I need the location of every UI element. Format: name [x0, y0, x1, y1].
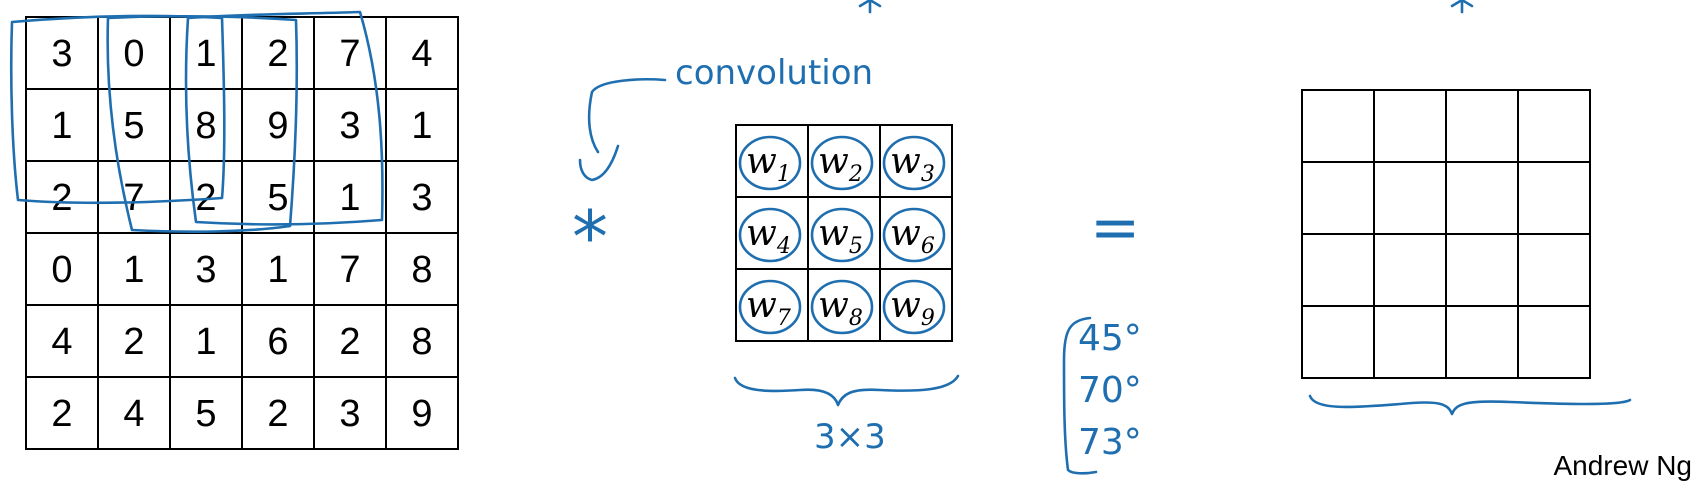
- output-brace-annotation: [1308, 394, 1632, 416]
- weight-circle-mark: [738, 135, 802, 191]
- weight-circle-mark: [882, 135, 946, 191]
- weight-circle-mark: [810, 207, 874, 263]
- up-arrows: [858, 0, 1474, 14]
- input-cell-value: 2: [51, 393, 72, 435]
- input-cell-value: 3: [339, 105, 360, 147]
- input-cell-value: 1: [123, 249, 144, 291]
- input-cell-value: 2: [339, 321, 360, 363]
- input-cell-value: 2: [267, 33, 288, 75]
- filter-brace: [733, 374, 960, 407]
- convolution-operator: *: [572, 195, 608, 279]
- filter-weight: w2: [818, 141, 863, 187]
- window-box-3: [184, 10, 384, 226]
- window-box-2: [106, 14, 299, 233]
- author-credit: Andrew Ng: [1553, 450, 1692, 481]
- equals-label: =: [1090, 193, 1140, 263]
- input-cell-value: 2: [51, 177, 72, 219]
- filter-weight: w4: [746, 213, 791, 259]
- sliding-window-marks: [9, 10, 384, 233]
- input-cell-value: 2: [267, 393, 288, 435]
- up-arrow-right-icon: [1450, 0, 1474, 14]
- input-cell-value: 2: [123, 321, 144, 363]
- equals-sign: =: [1090, 193, 1140, 263]
- input-cell-value: 3: [411, 177, 432, 219]
- input-cell-value: 8: [195, 105, 216, 147]
- input-cell-value: 1: [411, 105, 432, 147]
- filter-weight: w6: [890, 213, 935, 259]
- input-cell-value: 3: [339, 393, 360, 435]
- filter-size-label: 3×3: [814, 417, 886, 457]
- asterisk-operator: *: [572, 195, 608, 279]
- input-cell-value: 1: [339, 177, 360, 219]
- convolution-arrow: [578, 144, 620, 182]
- filter-weight: w5: [818, 213, 863, 259]
- weight-circle-mark: [882, 279, 946, 335]
- filter-weight: w9: [890, 285, 935, 331]
- filter-weight: w3: [890, 141, 935, 187]
- input-cell-value: 7: [339, 33, 360, 75]
- convolution-label: convolution: [675, 53, 873, 93]
- input-cell-value: 1: [195, 33, 216, 75]
- weight-circle-mark: [810, 135, 874, 191]
- weight-circle-mark: [738, 279, 802, 335]
- input-cell-value: 9: [267, 105, 288, 147]
- input-cell-value: 4: [411, 33, 432, 75]
- output-brace: [1308, 394, 1632, 416]
- input-cell-value: 3: [51, 33, 72, 75]
- input-cell-value: 6: [267, 321, 288, 363]
- input-cell-value: 3: [195, 249, 216, 291]
- input-cell-value: 0: [51, 249, 72, 291]
- input-cell-value: 5: [123, 105, 144, 147]
- convolution-bracket: [587, 78, 667, 154]
- weight-circle-mark: [882, 207, 946, 263]
- input-cell-value: 7: [339, 249, 360, 291]
- filter-matrix: w1 w2 w3 w4 w5 w6 w7 w8 w9: [735, 124, 953, 342]
- filter-weight: w8: [818, 285, 863, 331]
- angle-value: 73°: [1078, 422, 1142, 463]
- angles-annotation: 45° 70° 73°: [1062, 316, 1142, 475]
- angles-bracket: [1062, 316, 1098, 475]
- input-cell-value: 5: [195, 393, 216, 435]
- input-cell-value: 1: [51, 105, 72, 147]
- window-box-1: [9, 14, 226, 205]
- input-cell-value: 4: [123, 393, 144, 435]
- filter-size-annotation: 3×3: [733, 374, 960, 457]
- convolution-annotation: convolution: [578, 53, 873, 182]
- weight-circle-mark: [738, 207, 802, 263]
- weight-circle-mark: [810, 279, 874, 335]
- input-cell-value: 5: [267, 177, 288, 219]
- input-cell-value: 7: [123, 177, 144, 219]
- angle-value: 70°: [1078, 370, 1142, 411]
- up-arrow-left-icon: [858, 0, 882, 14]
- filter-matrix-border: [735, 124, 953, 342]
- input-cell-value: 0: [123, 33, 144, 75]
- filter-weight: w7: [746, 285, 791, 331]
- output-matrix: [1301, 89, 1591, 379]
- filter-weight: w1: [746, 141, 791, 187]
- input-cell-value: 9: [411, 393, 432, 435]
- input-cell-value: 1: [267, 249, 288, 291]
- input-cell-value: 8: [411, 321, 432, 363]
- input-cell-value: 1: [195, 321, 216, 363]
- input-cell-value: 4: [51, 321, 72, 363]
- input-cell-value: 8: [411, 249, 432, 291]
- angle-value: 45°: [1078, 318, 1142, 359]
